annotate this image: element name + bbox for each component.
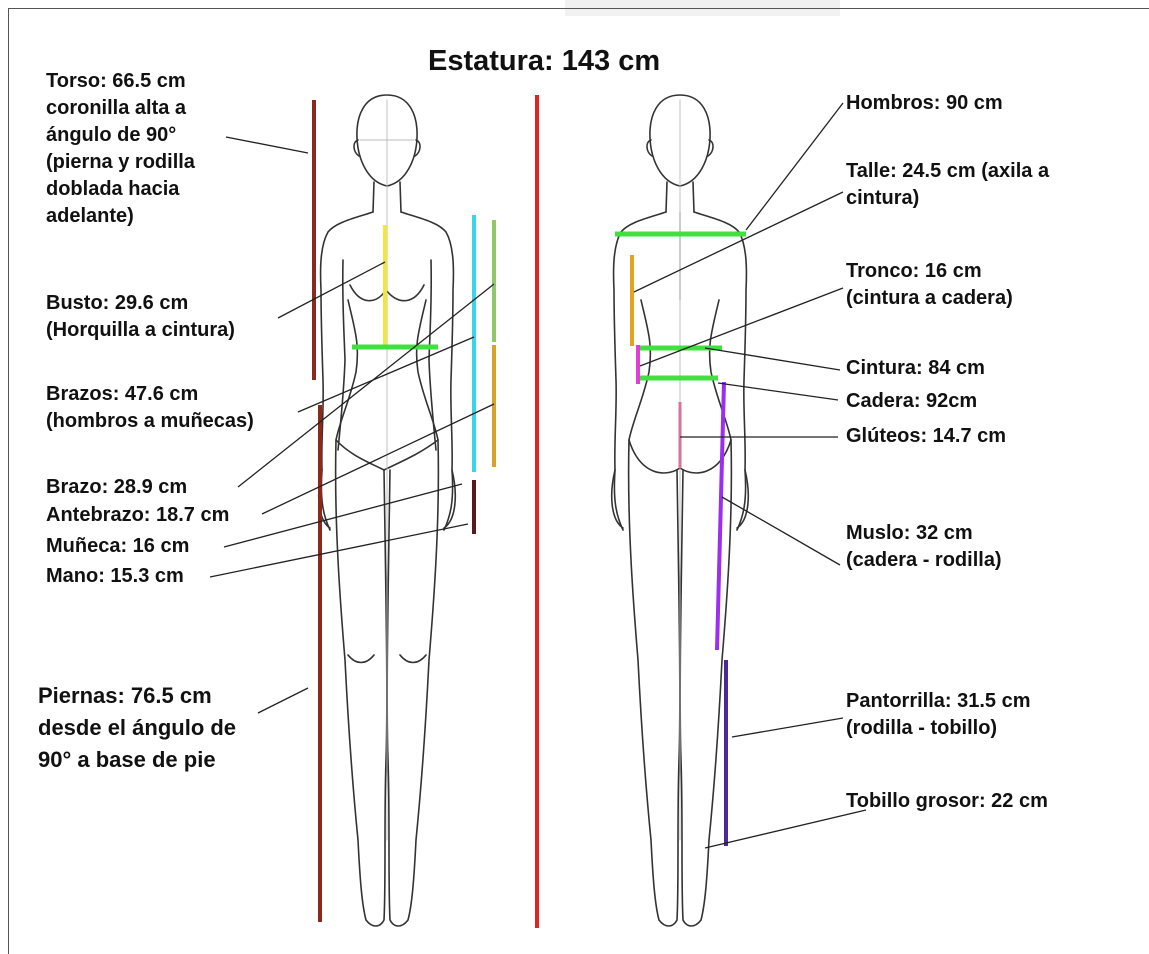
label-muneca: Muñeca: 16 cm — [46, 533, 189, 560]
label-hombros: Hombros: 90 cm — [846, 90, 1003, 117]
front-figure — [319, 95, 456, 926]
label-brazos: Brazos: 47.6 cm (hombros a muñecas) — [46, 381, 254, 435]
antebrazo-leader — [262, 404, 494, 514]
label-cintura: Cintura: 84 cm — [846, 355, 985, 382]
cadera-leader — [718, 383, 838, 400]
label-piernas: Piernas: 76.5 cm desde el ángulo de 90° … — [38, 680, 236, 776]
front-torso-right — [401, 212, 453, 530]
label-cadera: Cadera: 92cm — [846, 388, 977, 415]
label-torso: Torso: 66.5 cm coronilla alta a ángulo d… — [46, 68, 195, 230]
label-tronco: Tronco: 16 cm (cintura a cadera) — [846, 258, 1013, 312]
cintura-leader — [705, 348, 840, 370]
hombros-leader — [746, 103, 843, 230]
label-mano: Mano: 15.3 cm — [46, 563, 184, 590]
label-tobillo: Tobillo grosor: 22 cm — [846, 788, 1048, 815]
label-pantorrilla: Pantorrilla: 31.5 cm (rodilla - tobillo) — [846, 688, 1031, 742]
tobillo-leader — [705, 810, 866, 848]
talle-leader — [634, 192, 843, 292]
label-brazo: Brazo: 28.9 cm — [46, 474, 187, 501]
diagram-title: Estatura: 143 cm — [428, 44, 660, 78]
muslo-bar — [717, 382, 724, 650]
piernas-leader — [258, 688, 308, 713]
torso-leader — [226, 137, 308, 153]
label-busto: Busto: 29.6 cm (Horquilla a cintura) — [46, 290, 235, 344]
pantorrilla-leader — [732, 718, 843, 737]
label-gluteos: Glúteos: 14.7 cm — [846, 423, 1006, 450]
busto-leader — [278, 262, 385, 318]
muneca-leader — [224, 484, 462, 547]
brazo-leader — [238, 284, 494, 487]
muslo-leader — [722, 497, 840, 565]
label-talle: Talle: 24.5 cm (axila a cintura) — [846, 158, 1049, 212]
label-muslo: Muslo: 32 cm (cadera - rodilla) — [846, 520, 1002, 574]
label-antebrazo: Antebrazo: 18.7 cm — [46, 502, 229, 529]
